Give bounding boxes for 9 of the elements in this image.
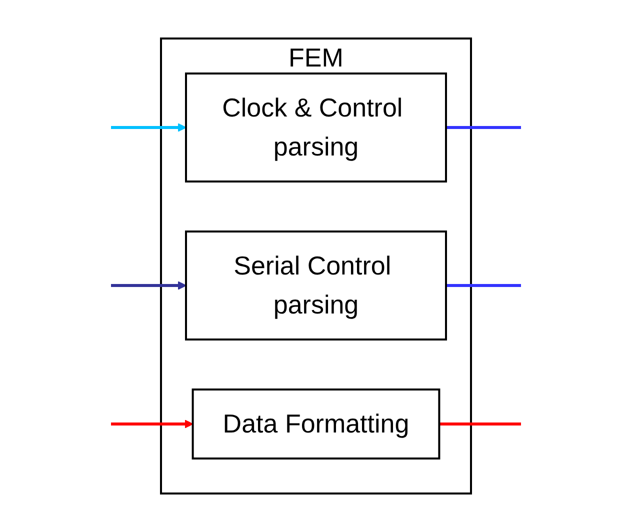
node-box: Clock & Control parsing bbox=[185, 72, 447, 182]
arrow bbox=[111, 123, 186, 132]
connector bbox=[446, 126, 521, 129]
arrow bbox=[111, 281, 186, 290]
node-box: Serial Control parsing bbox=[185, 230, 447, 340]
connector bbox=[439, 422, 521, 426]
arrow bbox=[111, 420, 194, 428]
node-box: Data Formatting bbox=[192, 388, 440, 460]
connector bbox=[446, 284, 521, 287]
